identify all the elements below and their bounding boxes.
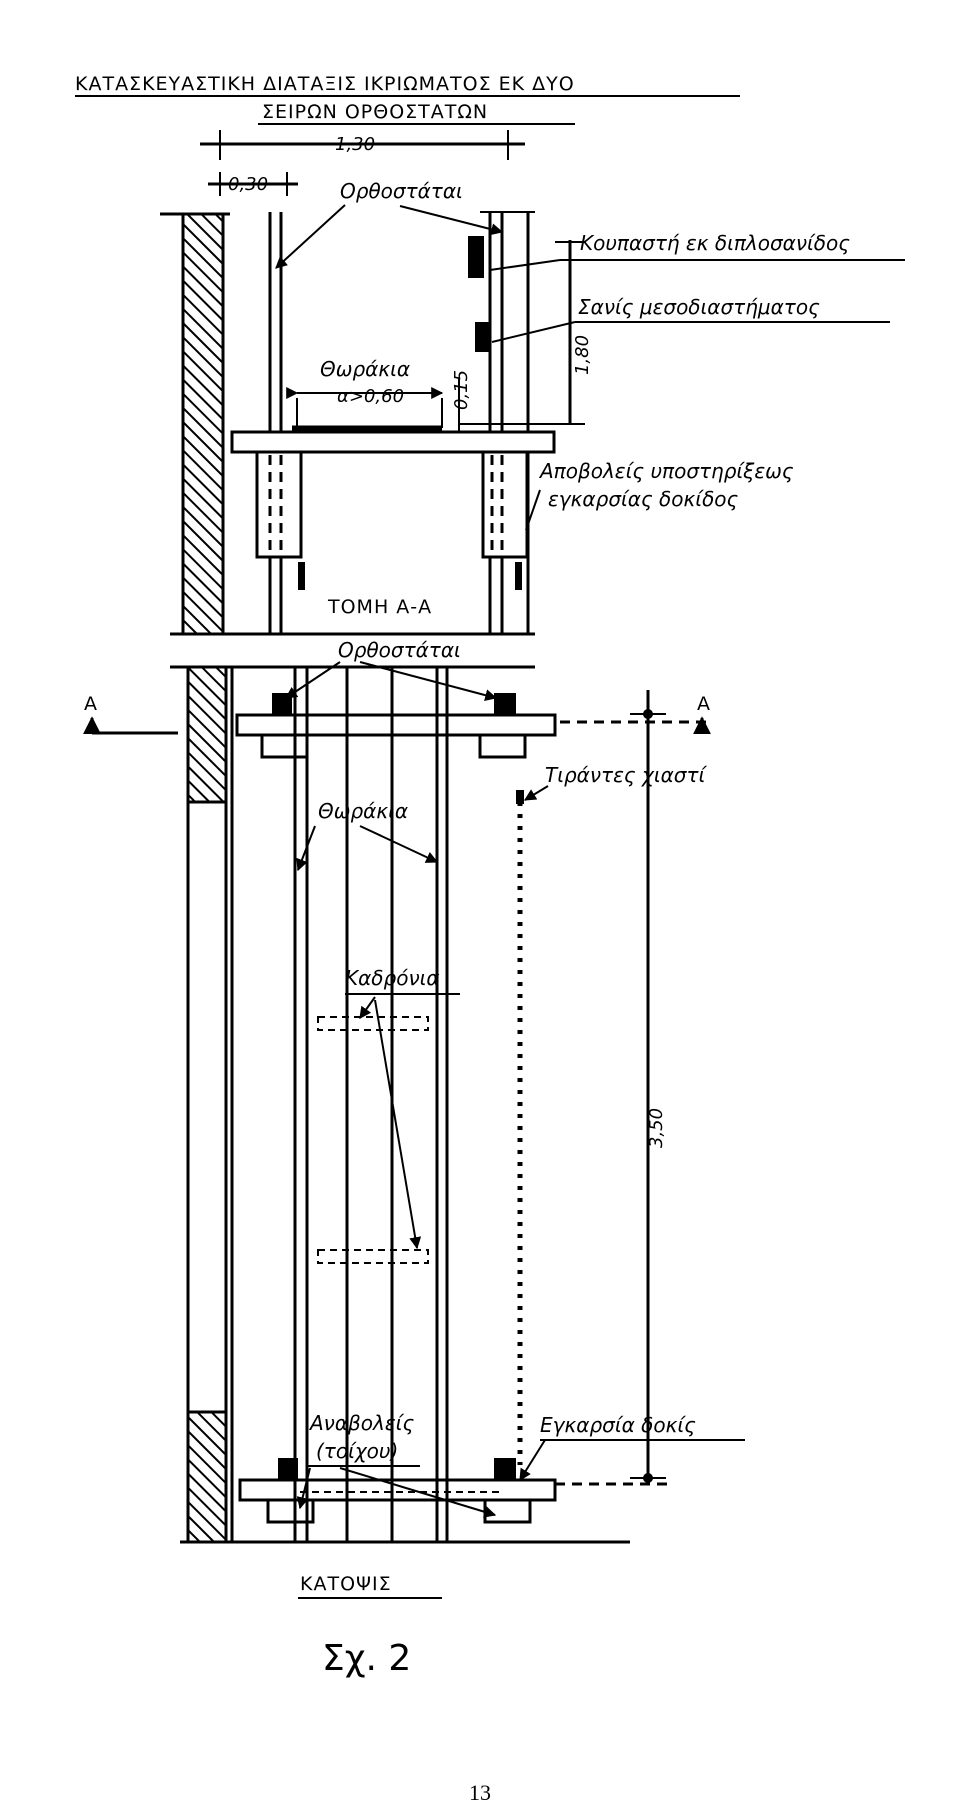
section-mark-right: A: [697, 693, 711, 715]
cleat-upper: [317, 1016, 429, 1031]
label-midrail: Σανίς μεσοδιαστήματος: [578, 295, 820, 319]
leader-planks-plan-left: [296, 825, 316, 872]
x-tie-top-marker: [516, 790, 524, 804]
bottom-beam-clamp-right: [483, 1498, 532, 1524]
figure-label: Σχ. 2: [322, 1638, 411, 1679]
label-supports-line-2: εγκαρσίας δοκίδος: [548, 487, 739, 511]
label-supports-line-1: Αποβολείς υποστηρίξεως: [538, 459, 794, 483]
label-planks-section: Θωράκια: [320, 357, 410, 381]
guardrail-block: [468, 236, 484, 278]
midrail-block: [475, 322, 489, 352]
section-view: 1,30 0,30: [160, 130, 905, 636]
dim-dot-bottom: [643, 1473, 653, 1483]
dim-plank-small: 0,15: [451, 370, 472, 410]
dim-dot-top: [643, 709, 653, 719]
section-mark-left: A: [84, 693, 98, 715]
page-number: 13: [469, 1780, 491, 1805]
leader-planks-plan-right: [359, 825, 439, 863]
leader-uprights-plan-right: [359, 661, 498, 702]
support-wedge-right: [515, 562, 522, 590]
leader-supports: [525, 489, 541, 531]
label-wall-ties-line-1: Αναβολείς: [308, 1411, 414, 1435]
label-planks-plan: Θωράκια: [318, 799, 408, 823]
support-sleeve-left: [255, 450, 303, 559]
label-cleats: Καδρόνια: [345, 966, 440, 990]
view-title: ΚΑΤΟΨΙΣ: [300, 1573, 392, 1595]
wall-plan-middle: [186, 800, 228, 1414]
leader-ties: [523, 785, 549, 801]
label-guardrail: Κουπαστή εκ διπλοσανίδος: [580, 231, 850, 255]
dim-plank: α>0,60: [337, 386, 404, 407]
bottom-upright-left: [278, 1458, 298, 1480]
label-uprights-plan: Ορθοστάται: [338, 638, 461, 662]
top-beam-clamp-right: [478, 733, 527, 759]
label-wall-ties-line-2: (τοίχου): [316, 1439, 398, 1463]
label-beam: Εγκαρσία δοκίς: [540, 1413, 696, 1437]
leader-wall-ties-right: [339, 1467, 497, 1518]
bottom-upright-right: [494, 1458, 516, 1480]
wall-section: [181, 212, 225, 636]
leader-beam: [519, 1439, 546, 1482]
leader-cleats-lower: [374, 999, 422, 1250]
dim-plan-height: 3,50: [646, 1108, 667, 1148]
top-beam-plan: [235, 713, 557, 737]
leader-wall-ties-left: [296, 1467, 311, 1510]
support-wedge-left: [298, 562, 305, 590]
leader-guardrail-2: [489, 259, 561, 271]
title-line-2: ΣΕΙΡΩΝ ΟΡΘΟΣΤΑΤΩΝ: [262, 101, 488, 123]
leader-uprights-right: [399, 205, 504, 236]
top-upright-right: [494, 693, 516, 715]
bottom-beam-plan: [238, 1478, 557, 1502]
support-sleeve-right: [481, 450, 529, 559]
dim-height: 1,80: [572, 335, 593, 375]
transverse-beam: [230, 430, 556, 454]
leader-cleats-upper: [359, 996, 376, 1019]
label-uprights-section: Ορθοστάται: [340, 179, 463, 203]
section-title: ΤΟΜΗ Α-Α: [327, 596, 432, 618]
top-beam-clamp-left: [260, 733, 309, 759]
dim-width: 1,30: [335, 134, 375, 155]
dim-wall-gap: 0,30: [228, 174, 268, 195]
wall-plan-lower: [186, 1410, 228, 1544]
top-upright-left: [272, 693, 292, 715]
leader-midrail-2: [491, 321, 576, 343]
wall-plan-upper: [186, 665, 228, 804]
plan-view: Ορθοστάται A A: [83, 638, 745, 1599]
cleat-lower: [317, 1249, 429, 1264]
label-ties: Τιράντες χιαστί: [545, 763, 707, 787]
leader-uprights-left: [275, 204, 346, 269]
title-line-1: ΚΑΤΑΣΚΕΥΑΣΤΙΚΗ ΔΙΑΤΑΞΙΣ ΙΚΡΙΩΜΑΤΟΣ ΕΚ ΔΥ…: [75, 73, 575, 95]
